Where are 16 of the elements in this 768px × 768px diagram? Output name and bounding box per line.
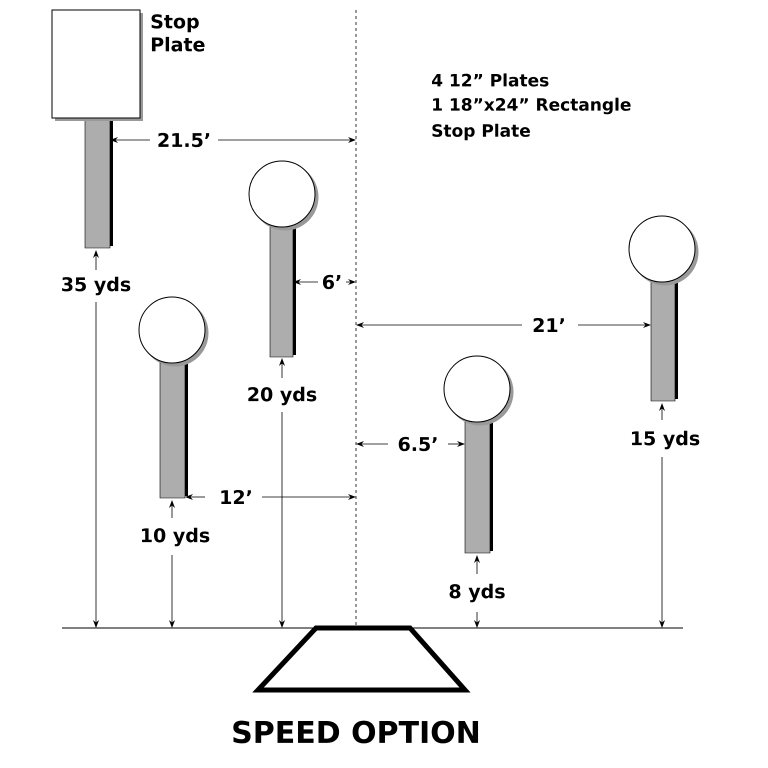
dimension-label: 12’ [221, 490, 251, 504]
round-plate [138, 296, 208, 366]
dimension-label: 21’ [534, 318, 564, 332]
round-plate [628, 216, 698, 286]
note-text: Stop Plate [432, 124, 530, 140]
dimension-label: 21.5’ [158, 132, 210, 148]
dimension-label: 6’ [322, 274, 340, 290]
round-plate [444, 356, 514, 426]
title: SPEED OPTION [233, 720, 478, 744]
plate-label: Stop Plate [152, 14, 205, 52]
note-text: 4 12” Plates [432, 73, 548, 87]
dimension-label: 20 yds [248, 386, 316, 406]
round-plate [248, 160, 318, 230]
note-text: 1 18”x24” Rectangle [433, 98, 631, 114]
dimension-label: 15 yds [632, 430, 700, 450]
dimension-label: 10 yds [142, 528, 210, 546]
